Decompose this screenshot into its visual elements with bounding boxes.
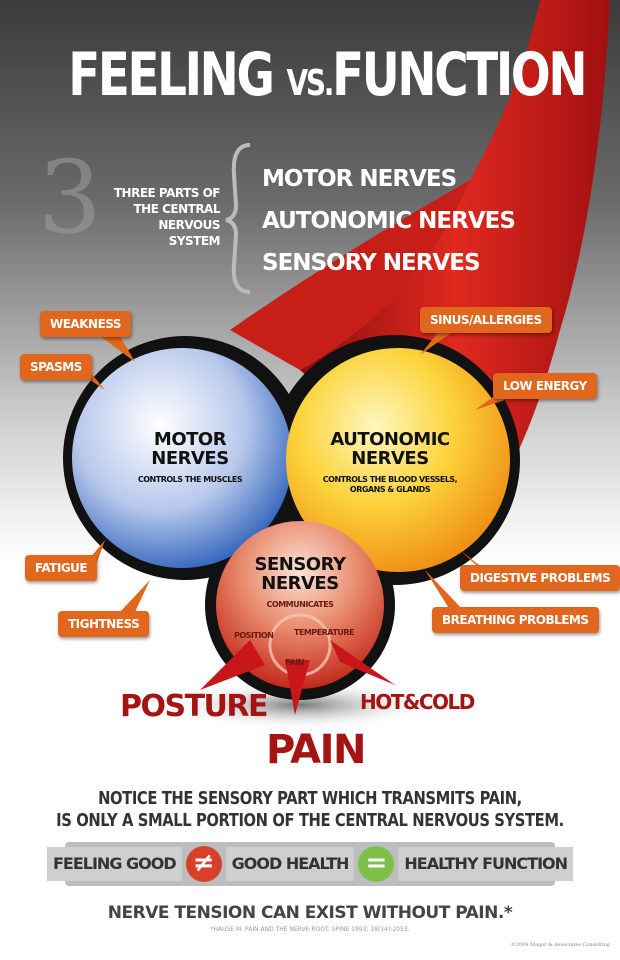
arrow-pain (285, 660, 310, 715)
arrow-posture (200, 640, 265, 690)
autonomic-nerves-circle (286, 348, 510, 572)
cycle-pain: PAIN (285, 658, 305, 667)
eq-feeling-good: FEELING GOOD (46, 847, 182, 881)
tag-tightness: TIGHTNESS (58, 611, 150, 637)
intro-text: THREE PARTS OF THE CENTRAL NERVOUS SYSTE… (113, 186, 221, 248)
cycle-communicates: COMMUNICATES (266, 600, 334, 609)
tag-low-energy: LOW ENERGY (493, 373, 597, 399)
tag-spasms: SPASMS (20, 354, 92, 380)
tag-breathing-problems: BREATHING PROBLEMS (432, 607, 599, 633)
motor-nerves-circle (72, 348, 292, 568)
eq-healthy-function: HEALTHY FUNCTION (398, 847, 574, 881)
page-title: FEELING VS.FUNCTION (68, 40, 587, 110)
notice-line: IS ONLY A SMALL PORTION OF THE CENTRAL N… (56, 810, 564, 831)
not-equal-icon: ≠ (185, 846, 222, 882)
citation: *HAUSE M. PAIN AND THE NERVE ROOT. SPINE… (210, 926, 410, 933)
notice-line: NOTICE THE SENSORY PART WHICH TRANSMITS … (98, 788, 522, 809)
nerve-list-item: AUTONOMIC NERVES (262, 208, 516, 234)
brace-icon (225, 143, 251, 294)
copyright: ©2009 Mager & Associates Consulting (510, 942, 610, 948)
autonomic-title: AUTONOMIC NERVES (330, 429, 450, 469)
nerve-list-item: MOTOR NERVES (262, 166, 457, 192)
motor-desc: CONTROLS THE MUSCLES (137, 475, 243, 484)
eq-good-health: GOOD HEALTH (225, 847, 355, 881)
autonomic-desc: CONTROLS THE BLOOD VESSELS, ORGANS & GLA… (322, 475, 458, 494)
title-feeling: FEELING (68, 40, 275, 110)
tag-fatigue: FATIGUE (25, 555, 98, 581)
title-vs: VS. (286, 63, 335, 104)
equation-bar: FEELING GOOD ≠ GOOD HEALTH = HEALTHY FUN… (46, 842, 574, 886)
nerve-list-item: SENSORY NERVES (262, 250, 481, 276)
motor-title: MOTOR NERVES (151, 429, 229, 469)
cycle-temperature: TEMPERATURE (294, 628, 355, 637)
cycle-position: POSITION (234, 631, 274, 640)
sensory-title: SENSORY NERVES (254, 554, 347, 594)
output-pain: PAIN (266, 727, 366, 773)
notice-text: NOTICE THE SENSORY PART WHICH TRANSMITS … (56, 788, 564, 832)
arrow-hot-cold (330, 640, 395, 685)
title-function: FUNCTION (332, 40, 587, 110)
output-posture: POSTURE (120, 689, 269, 724)
number-three: 3 (38, 139, 102, 256)
tag-weakness: WEAKNESS (40, 311, 132, 337)
equals-icon: = (358, 846, 395, 882)
output-hot-cold: HOT&COLD (360, 690, 475, 714)
nerve-list: MOTOR NERVES AUTONOMIC NERVES SENSORY NE… (262, 158, 516, 284)
footer-statement: NERVE TENSION CAN EXIST WITHOUT PAIN.* (107, 903, 513, 923)
sensory-nerves-circle (216, 521, 384, 689)
tag-sinus-allergies: SINUS/ALLERGIES (420, 307, 552, 333)
tag-digestive-problems: DIGESTIVE PROBLEMS (460, 565, 620, 591)
